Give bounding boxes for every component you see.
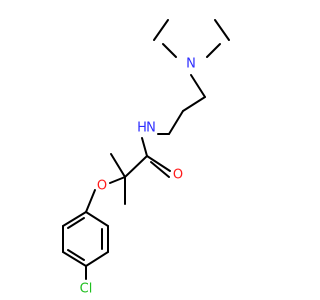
bond — [85, 189, 96, 213]
amide-hydrogen-label: H — [137, 121, 147, 136]
benzene-ring — [62, 211, 109, 267]
ethyl-group-right — [206, 19, 230, 58]
bond — [110, 153, 126, 178]
chlorine-label: Cl — [80, 282, 93, 297]
bond — [168, 110, 184, 135]
amide-nitrogen-label: N — [146, 121, 156, 136]
bond — [190, 74, 206, 98]
bond — [206, 43, 221, 58]
ether-oxygen-label: O — [97, 179, 107, 194]
bond — [162, 43, 177, 58]
bond — [150, 161, 170, 178]
bond — [141, 137, 148, 157]
amine-nitrogen-label: N — [186, 57, 196, 72]
propyl-chain — [157, 96, 206, 135]
bond — [153, 19, 169, 41]
bond — [124, 155, 148, 178]
bond — [214, 19, 230, 41]
molecule-structure: N H N O O Cl — [62, 19, 230, 297]
bond — [182, 96, 206, 112]
amide-group — [124, 137, 171, 178]
bond — [67, 249, 85, 261]
bond — [146, 155, 171, 172]
bond — [109, 176, 126, 184]
bond — [85, 211, 109, 227]
bond — [67, 217, 85, 229]
bond — [85, 251, 109, 267]
carbonyl-oxygen-label: O — [173, 168, 183, 183]
gem-dimethyl — [110, 153, 126, 205]
ethyl-group-left — [153, 19, 177, 58]
bond — [62, 251, 87, 267]
bond — [62, 211, 87, 227]
